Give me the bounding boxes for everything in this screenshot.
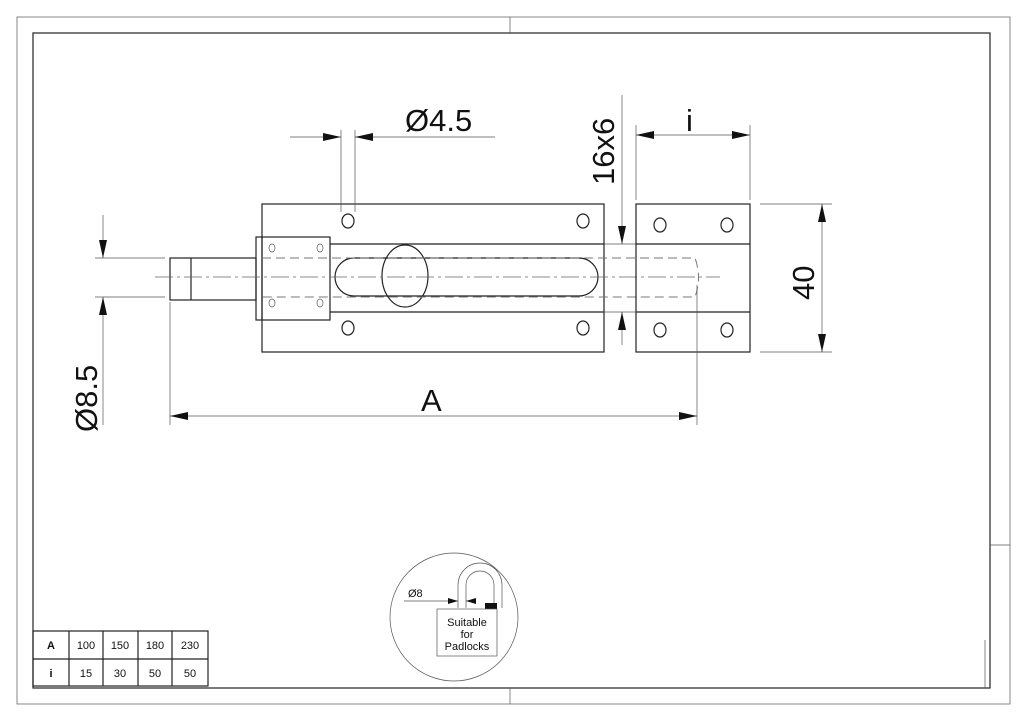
dimension-height: 40 [760, 203, 832, 353]
screw-hole [576, 320, 590, 336]
keeper-plate [635, 203, 751, 353]
screw-hole [341, 213, 355, 229]
bolt-base-plate [261, 203, 605, 353]
padlock-text-line: for [461, 629, 474, 641]
dimension-keeper-width: i [635, 103, 751, 200]
dimension-hole-diameter: Ø4.5 [290, 103, 495, 212]
bolt-collar [255, 236, 331, 321]
screw-hole [576, 213, 590, 229]
shackle-diameter-label: Ø8 [408, 588, 423, 600]
table-cell: 180 [146, 640, 164, 652]
screw-hole [341, 320, 355, 336]
dimension-slot-size: 16x6 [586, 95, 636, 345]
table-cell: 100 [77, 640, 95, 652]
keeper-width-label: i [686, 103, 693, 138]
bolt-pin [169, 257, 699, 301]
table-cell: 150 [111, 640, 129, 652]
slot-size-label: 16x6 [586, 118, 621, 185]
padlock-text-line: Padlocks [445, 641, 490, 653]
table-cell: 50 [149, 668, 161, 680]
table-cell: 30 [114, 668, 126, 680]
drawing-frame [16, 16, 1011, 705]
padlock-text-line: Suitable [447, 617, 487, 629]
table-cell: 15 [80, 668, 92, 680]
overall-length-label: A [421, 383, 442, 418]
table-row-header: A [47, 640, 55, 652]
table-row-header: i [49, 668, 52, 680]
hole-diameter-label: Ø4.5 [405, 103, 472, 138]
dimension-bolt-diameter: Ø8.5 [69, 215, 165, 432]
height-label: 40 [786, 266, 821, 300]
table-cell: 230 [181, 640, 199, 652]
table-cell: 50 [184, 668, 196, 680]
bolt-diameter-label: Ø8.5 [69, 365, 104, 432]
size-table: A 100 150 180 230 i 15 30 50 50 [32, 630, 209, 687]
bolt-knob [381, 244, 429, 308]
dimension-overall-length: A [169, 285, 698, 425]
padlock-badge: Ø8 Suitable for Padlocks [389, 552, 519, 682]
padlock-shackle-icon [457, 562, 503, 608]
